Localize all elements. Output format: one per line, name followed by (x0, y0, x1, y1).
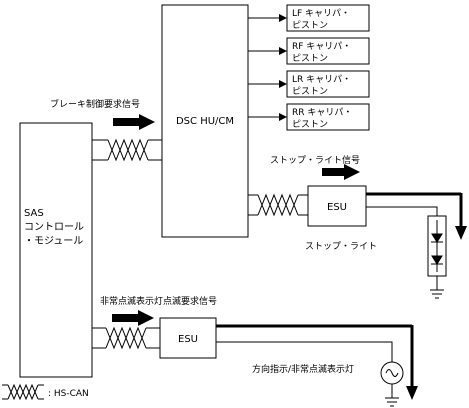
hazard-request-label: 非常点滅表示灯点滅要求信号 (100, 295, 217, 307)
sas-module-label-2: コントロール (24, 222, 84, 233)
esu-upper-label: ESU (327, 202, 347, 213)
hs-can-legend-label: : HS-CAN (48, 389, 89, 399)
caliper-lr-label-1: LR キャリパ・ (292, 74, 351, 85)
brake-request-label: ブレーキ制御要求信号 (50, 98, 140, 110)
sas-module-box (19, 122, 93, 378)
hazard-lamp-ground-icon (385, 397, 399, 407)
caliper-lf-label-1: LF キャリパ・ (292, 8, 350, 19)
stop-light-signal-label: ストップ・ライト信号 (270, 154, 360, 166)
hs-can-link-dsc-esu (248, 193, 308, 217)
stop-light-wire (366, 206, 438, 290)
caliper-rr-label-1: RR キャリパ・ (292, 107, 352, 118)
esu-lower-label: ESU (178, 334, 198, 345)
caliper-lr: LR キャリパ・ ピストン (248, 70, 370, 98)
hazard-lamp-bulb-icon (380, 361, 404, 385)
hazard-lamp-label: 方向指示/非常点滅表示灯 (252, 363, 354, 375)
stop-light-label: ストップ・ライト (305, 241, 377, 252)
caliper-rf: RF キャリパ・ ピストン (248, 37, 370, 65)
stop-light-component (427, 215, 447, 277)
hs-can-legend-icon (2, 383, 44, 401)
stop-light-signal-arrow (322, 164, 360, 180)
caliper-rr: RR キャリパ・ ピストン (248, 103, 370, 131)
sas-module-label-1: SAS (24, 208, 44, 219)
stop-light-ground-icon (430, 289, 444, 299)
hazard-lamp-wire (216, 341, 393, 398)
hs-can-link-sas-dsc (92, 138, 162, 162)
hazard-request-arrow (112, 310, 154, 326)
dsc-module-box (161, 4, 249, 238)
esu-lower-box (159, 317, 217, 359)
hs-can-link-sas-esu (92, 326, 160, 350)
esu-upper-output (366, 192, 467, 240)
sas-module-label-3: ・モジュール (24, 236, 83, 247)
dsc-module-label: DSC HU/CM (176, 116, 234, 127)
brake-request-arrow (113, 114, 155, 130)
caliper-rf-label-1: RF キャリパ・ (292, 41, 351, 52)
caliper-lr-label-2: ピストン (292, 86, 328, 97)
esu-lower-output (216, 324, 418, 400)
caliper-lf-label-2: ピストン (292, 20, 328, 31)
esu-upper-box (307, 185, 367, 227)
caliper-lf: LF キャリパ・ ピストン (248, 4, 370, 32)
caliper-rf-label-2: ピストン (292, 53, 328, 64)
caliper-rr-label-2: ピストン (292, 119, 328, 130)
